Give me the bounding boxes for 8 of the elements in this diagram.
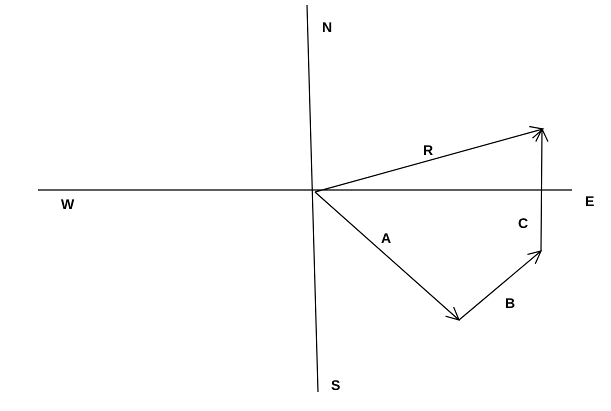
- axis-or-vector-label: S: [331, 377, 340, 393]
- axis-or-vector-label: C: [518, 215, 528, 231]
- axis-or-vector-label: W: [61, 196, 74, 212]
- axis-or-vector-label: R: [423, 142, 434, 158]
- axis-or-vector-label: A: [381, 230, 392, 246]
- axis-or-vector-label: N: [322, 19, 332, 35]
- axis-or-vector-label: E: [585, 193, 594, 209]
- axis-or-vector-label: B: [505, 295, 516, 311]
